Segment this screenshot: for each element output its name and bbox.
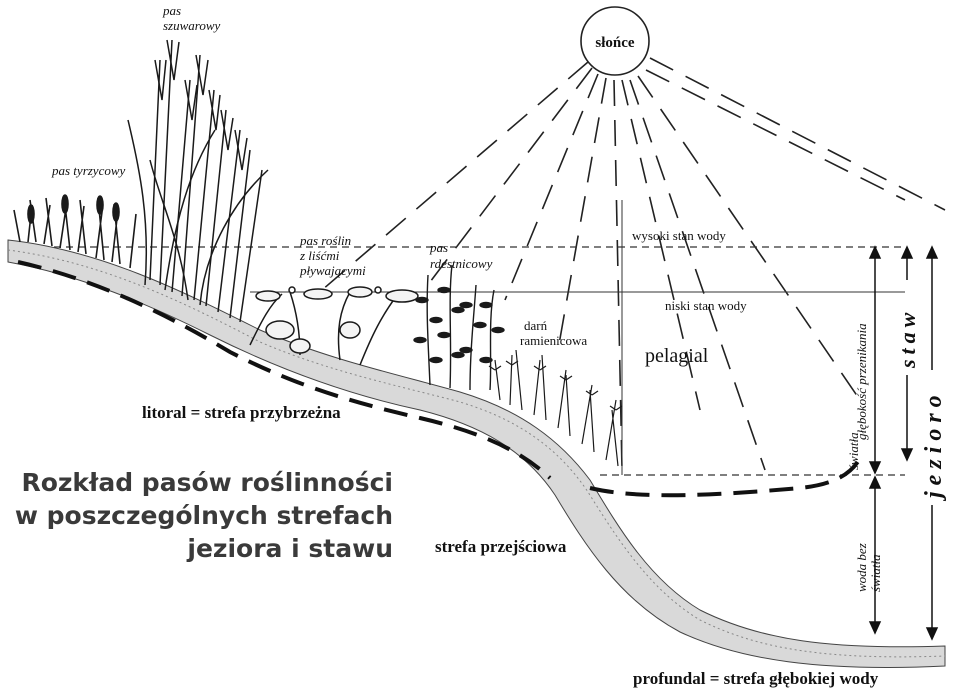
label-pas-roslin-1: pas roślin	[299, 233, 351, 248]
label-pas-szuwarowy-1: pas	[162, 3, 181, 18]
rdestnicowy-plants	[414, 265, 504, 390]
label-jezioro: jezioro	[921, 389, 947, 502]
label-strefa-przejsciowa: strefa przejściowa	[435, 537, 567, 556]
label-staw: staw	[895, 308, 920, 369]
label-pas-rdestnicowy-1: pas	[429, 240, 448, 255]
label-wysoki-stan: wysoki stan wody	[632, 228, 726, 243]
label-pas-roslin-3: pływającymi	[299, 263, 366, 278]
label-pas-roslin-2: z liśćmi	[299, 248, 340, 263]
label-darn-1: darń	[524, 318, 548, 333]
label-litoral: litoral = strefa przybrzeżna	[142, 403, 341, 422]
label-pelagial: pelagial	[645, 345, 709, 367]
lake-bottom	[8, 240, 945, 668]
diagram-caption: Rozkład pasów roślinności w poszczególny…	[13, 466, 393, 565]
label-glebokosc-1: głębokość przenikania	[854, 323, 869, 440]
label-profundal: profundal = strefa głębokiej wody	[633, 669, 879, 688]
label-woda-bez-1: woda bez	[854, 543, 869, 592]
label-darn-2: ramienicowa	[520, 333, 587, 348]
label-pas-szuwarowy-2: szuwarowy	[163, 18, 221, 33]
sun-label: słońce	[595, 35, 635, 51]
sun: słońce	[581, 7, 649, 75]
label-pas-tyrzycowy: pas tyrzycowy	[51, 163, 126, 178]
caption-line-1: Rozkład pasów roślinności	[13, 466, 393, 499]
label-glebokosc-2: światła	[846, 432, 861, 470]
label-niski-stan: niski stan wody	[665, 298, 747, 313]
label-woda-bez-2: światła	[868, 554, 883, 592]
caption-line-2: w poszczególnych strefach	[13, 499, 393, 532]
label-pas-rdestnicowy-2: rdestnicowy	[430, 256, 493, 271]
caption-line-3: jeziora i stawu	[13, 532, 393, 565]
